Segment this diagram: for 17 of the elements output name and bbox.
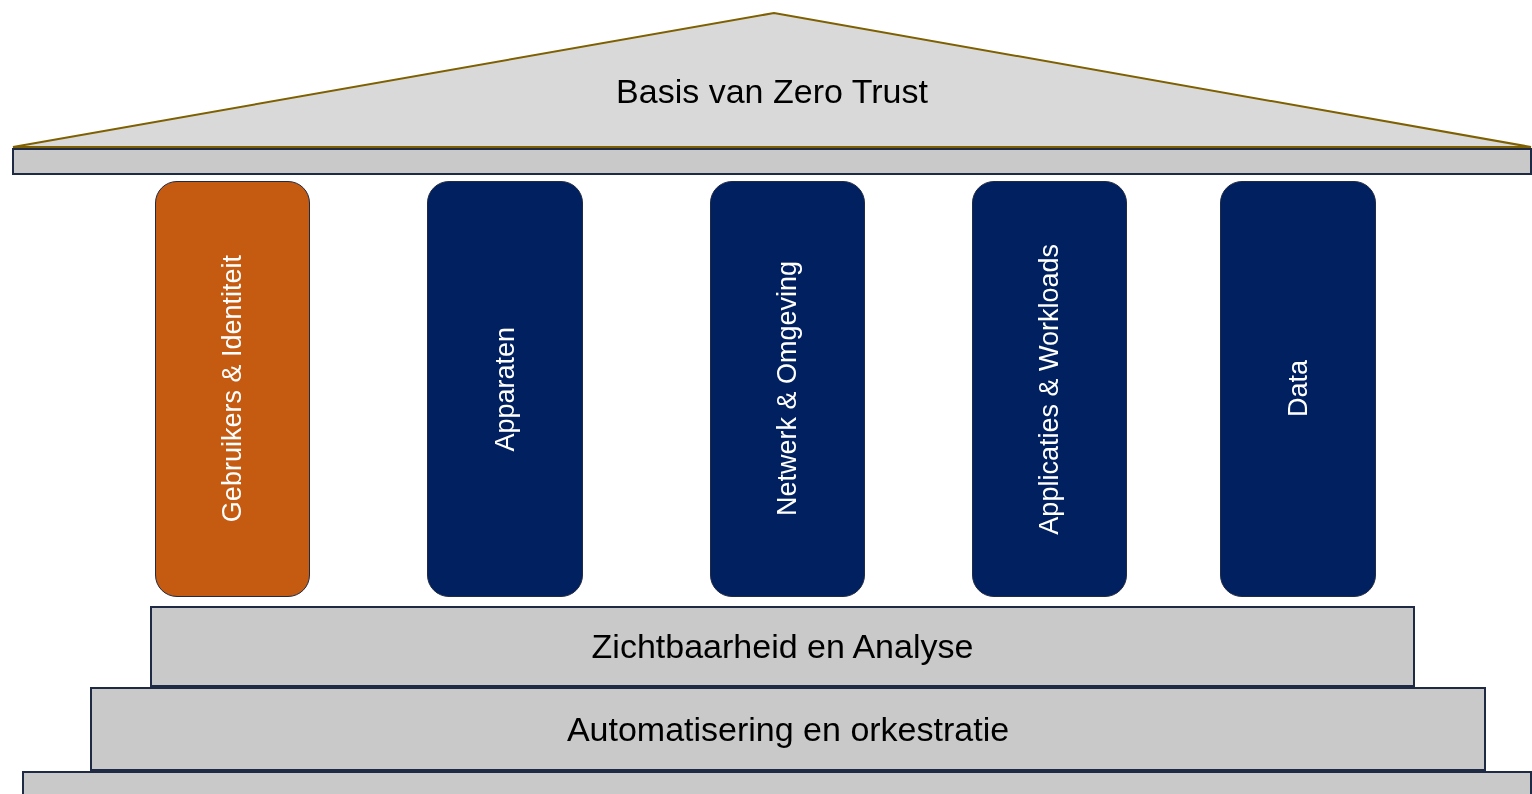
pillar bbox=[710, 181, 865, 597]
band-label: Zichtbaarheid en Analyse bbox=[591, 627, 974, 666]
pillar-label: Applicaties & Workloads bbox=[1034, 243, 1065, 535]
beam-bar bbox=[12, 148, 1532, 175]
pillar-label: Apparaten bbox=[489, 326, 521, 452]
pillar bbox=[427, 181, 583, 597]
band-label: Automatisering en orkestratie bbox=[566, 709, 1010, 749]
roof-triangle bbox=[12, 12, 1532, 148]
step-band bbox=[90, 687, 1486, 771]
pillar bbox=[155, 181, 310, 597]
pillar-label: Data bbox=[1282, 360, 1314, 418]
pillar-label: Netwerk & Omgeving bbox=[772, 261, 803, 517]
pillar bbox=[1220, 181, 1376, 597]
pillar-label: Gebruikers & Identiteit bbox=[217, 255, 248, 523]
pillar bbox=[972, 181, 1127, 597]
step-band bbox=[150, 606, 1415, 687]
roof-title: Basis van Zero Trust bbox=[616, 72, 928, 111]
